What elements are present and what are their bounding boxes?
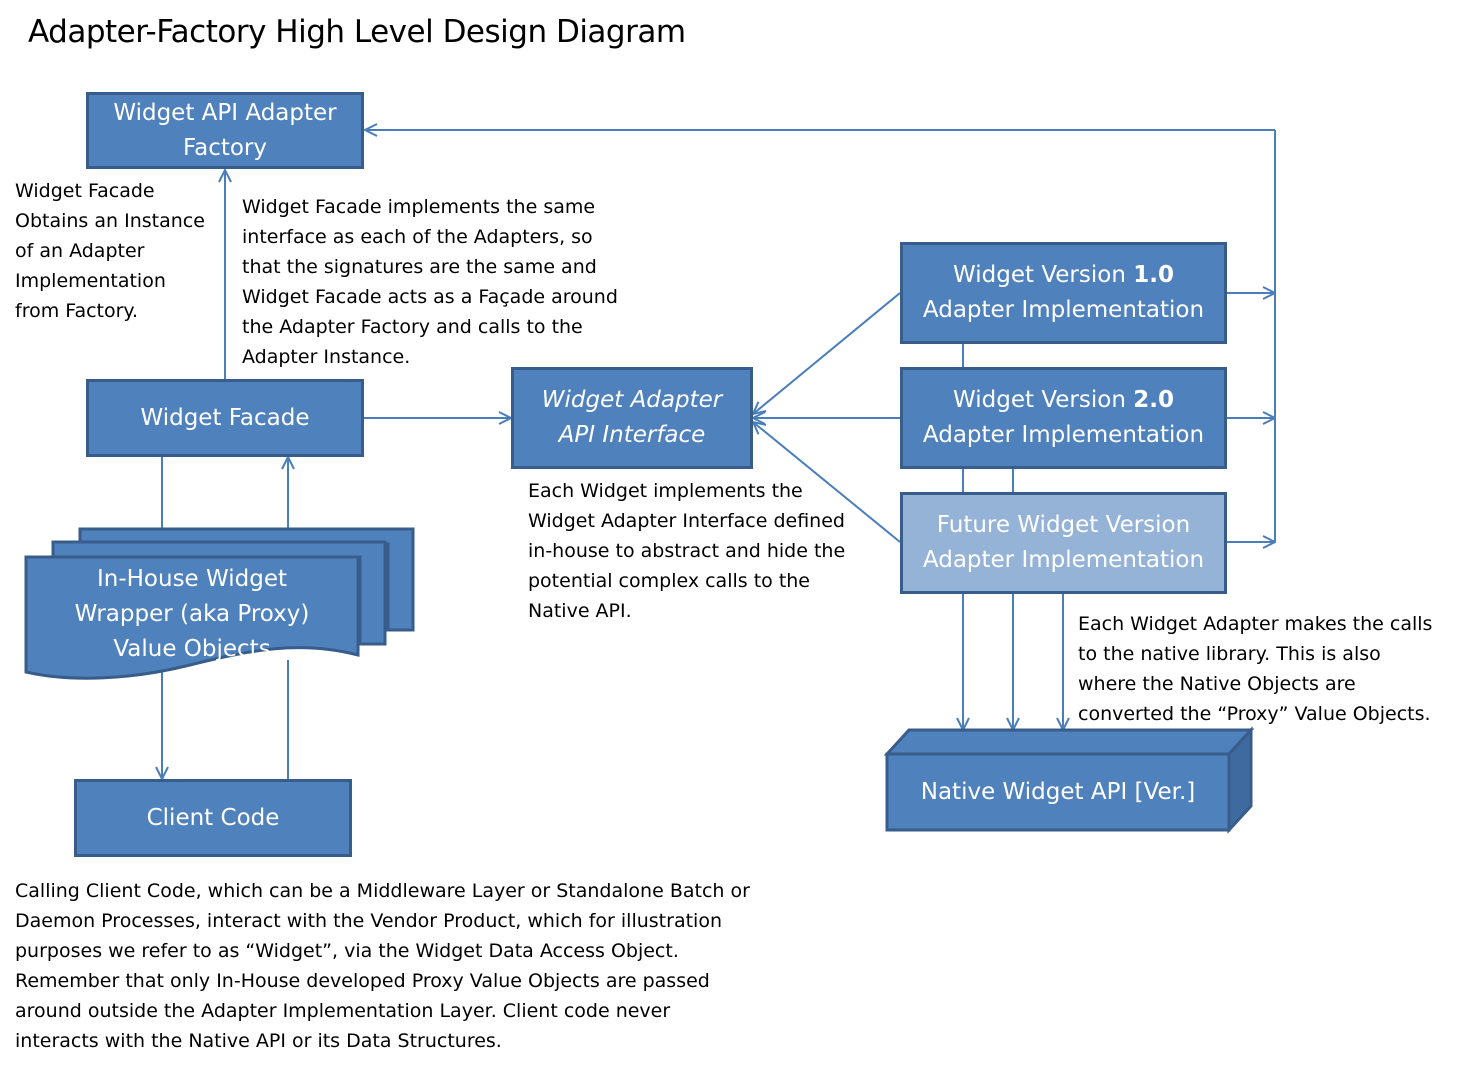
diagram-title: Adapter-Factory High Level Design Diagra… (28, 14, 686, 50)
version-1-line1: Widget Version 1.0 (953, 262, 1174, 288)
future-adapter-box[interactable]: Future Widget Version Adapter Implementa… (900, 492, 1227, 594)
adapter-interface-line2: API Interface (558, 422, 706, 448)
wrapper-line1: In-House Widget (96, 566, 288, 592)
future-to-interface-arrow (753, 422, 901, 543)
adapter-interface-line1: Widget Adapter (541, 387, 723, 413)
note-each-adapter: Each Widget Adapter makes the calls to t… (1078, 613, 1433, 725)
version-2-adapter-box[interactable]: Widget Version 2.0 Adapter Implementatio… (900, 367, 1227, 469)
note-calling-client: Calling Client Code, which can be a Midd… (15, 880, 750, 1052)
version-1-number: 1.0 (1133, 262, 1174, 288)
adapter-interface-box[interactable]: Widget Adapter API Interface (511, 367, 753, 469)
version-2-line1: Widget Version 2.0 (953, 387, 1174, 413)
wrapper-line2: Wrapper (aka Proxy) (74, 601, 310, 627)
native-api-label[interactable]: Native Widget API [Ver.] (920, 779, 1196, 805)
adapter-factory-box[interactable]: Widget API Adapter Factory (86, 92, 364, 169)
native-api-cube-shape (883, 726, 1255, 834)
version-1-line2: Adapter Implementation (922, 297, 1205, 323)
future-adapter-line2: Adapter Implementation (922, 547, 1205, 573)
note-facade-obtains: Widget Facade Obtains an Instance of an … (15, 180, 205, 322)
version-1-adapter-box[interactable]: Widget Version 1.0 Adapter Implementatio… (900, 242, 1227, 344)
version-2-line2: Adapter Implementation (922, 422, 1205, 448)
adapter-factory-line1: Widget API Adapter (113, 99, 337, 126)
wrapper-line3: Value Objects (113, 636, 271, 662)
client-code-box[interactable]: Client Code (74, 779, 352, 857)
wrapper-document-stack (24, 527, 415, 680)
client-code-label: Client Code (146, 804, 280, 831)
note-each-widget: Each Widget implements the Widget Adapte… (528, 480, 846, 622)
widget-facade-label: Widget Facade (140, 404, 310, 431)
future-adapter-line1: Future Widget Version (936, 512, 1191, 538)
v1-to-interface-arrow (753, 292, 901, 414)
widget-facade-box[interactable]: Widget Facade (86, 379, 364, 457)
adapter-factory-line2: Factory (182, 134, 267, 161)
note-facade-implements: Widget Facade implements the same interf… (242, 196, 618, 368)
wrapper-label[interactable]: In-House Widget Wrapper (aka Proxy) Valu… (26, 562, 358, 667)
version-2-number: 2.0 (1133, 387, 1174, 413)
